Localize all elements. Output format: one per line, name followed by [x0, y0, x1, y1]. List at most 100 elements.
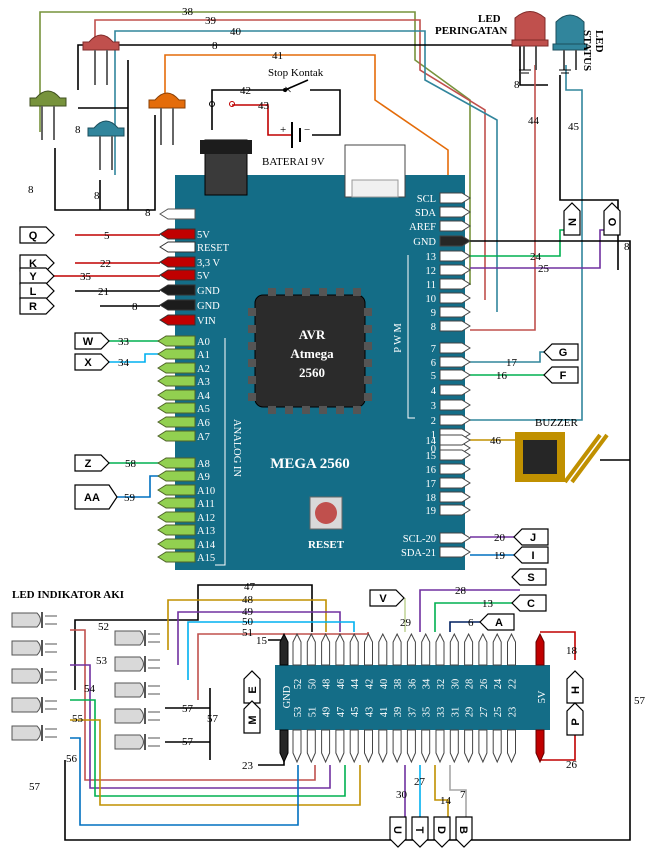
board-analog-pin	[157, 335, 196, 347]
tag-m-label: M	[247, 715, 259, 724]
wire-43	[232, 104, 292, 136]
board-analog-pin	[157, 402, 196, 414]
wire-number-w5: 5	[104, 230, 110, 242]
wire-57	[165, 688, 211, 760]
board-analog-pin-label: A6	[197, 418, 210, 429]
wire-41	[164, 54, 449, 240]
board-analog-pin	[157, 375, 196, 387]
board-digital-pin-label: 13	[426, 252, 437, 263]
aki-led	[114, 656, 144, 672]
board-power-pin	[159, 241, 196, 253]
header-top-pin	[406, 632, 416, 666]
wire-number-w44: 44	[528, 115, 540, 127]
board-digital-pin-label: SCL	[417, 194, 436, 205]
aki-led	[11, 612, 41, 628]
tag-l	[19, 282, 55, 300]
board-analog-pin	[157, 538, 196, 550]
baterai-label: BATERAI 9V	[262, 156, 325, 168]
header-top-pin	[478, 632, 488, 666]
analog-in-label: ANALOG IN	[231, 419, 242, 477]
aki-led	[11, 640, 41, 656]
board-digital-pin-label: 0	[431, 444, 436, 455]
board-digital-pin	[439, 399, 471, 411]
tag-s-label: S	[527, 572, 534, 584]
header-bottom-pin	[492, 729, 502, 764]
wire-number-w7: 7	[460, 789, 466, 801]
aki-led	[11, 725, 41, 741]
wire-50	[187, 621, 355, 680]
header-top-pin	[492, 632, 502, 666]
wire-number-w47: 47	[244, 581, 256, 593]
wire-number-w22: 22	[100, 258, 111, 270]
board-comm-pin-label: 19	[426, 506, 437, 517]
wire-number-w46: 46	[490, 435, 502, 447]
board-digital-pin-label: 12	[426, 266, 437, 277]
led-status	[552, 14, 588, 74]
svg-text:+: +	[280, 124, 286, 136]
header-bottom-pin	[306, 729, 316, 764]
header-bottom-pin-label: 51	[307, 707, 318, 718]
tag-a-label: A	[495, 617, 503, 629]
chip-leg	[285, 288, 293, 296]
wire-led-gnd	[54, 60, 156, 211]
board-digital-pin	[439, 384, 471, 396]
tag-h-label: H	[570, 686, 582, 694]
chip-leg	[302, 288, 310, 296]
wire-number-w56: 56	[66, 753, 78, 765]
arduino-mega-board	[175, 139, 465, 570]
header-bottom-pin-label: 23	[508, 707, 519, 718]
buzzer	[515, 432, 609, 484]
board-power-pin	[159, 228, 196, 240]
led-left-green	[29, 90, 67, 140]
board-analog-pin	[157, 484, 196, 496]
tag-t	[411, 816, 429, 848]
wire-34	[105, 353, 160, 363]
board-comm-pin	[439, 491, 471, 503]
board-analog-pin	[157, 389, 196, 401]
wire-number-w20: 20	[494, 532, 506, 544]
board-digital-pin-label: 3	[431, 401, 436, 412]
board-analog-pin-label: A11	[197, 499, 215, 510]
header-bottom-pin-label: 43	[365, 707, 376, 718]
board-digital-pin-label: GND	[413, 237, 436, 248]
wire-number-w57r: 57	[634, 695, 646, 707]
board-digital-pin	[439, 220, 471, 232]
wire-59	[110, 475, 160, 498]
board-digital-pin-label: 6	[431, 358, 436, 369]
tag-d	[433, 816, 451, 848]
aki-led	[114, 734, 144, 750]
wire-number-w33: 33	[118, 336, 130, 348]
board-digital-pin-label: 9	[431, 308, 436, 319]
board-comm-pin-label: 14	[426, 436, 437, 447]
board-digital-pin-label: 1	[431, 430, 436, 441]
wire-number-w8l2: 8	[28, 184, 34, 196]
header-top-pin-label: 40	[379, 679, 390, 690]
board-comm-pin-label: 16	[426, 465, 437, 476]
wire-number-w53: 53	[96, 655, 108, 667]
board-analog-pin-label: A14	[197, 540, 216, 551]
board-power-pin-label: GND	[197, 301, 220, 312]
board-analog-pin-label: A8	[197, 459, 210, 470]
header-top-pin	[421, 632, 431, 666]
led-left-red	[82, 34, 120, 85]
tag-p	[566, 702, 584, 736]
wire-number-w27: 27	[414, 776, 426, 788]
wire-number-w19: 19	[494, 550, 506, 562]
wire-number-w25: 25	[538, 263, 550, 275]
chip-leg	[336, 406, 344, 414]
stop-kontak-switch: ×	[209, 79, 309, 107]
board-analog-pin	[157, 551, 196, 563]
header-top-pin-label: 50	[307, 679, 318, 690]
board-name: MEGA 2560	[270, 456, 350, 472]
wire-38	[39, 11, 471, 285]
wire-number-w14: 14	[440, 795, 452, 807]
board-power-pin	[159, 314, 196, 326]
wire-number-w50: 50	[242, 616, 254, 628]
header-bottom-pin	[464, 729, 474, 764]
chip-leg	[364, 393, 372, 401]
chip-leg	[336, 288, 344, 296]
board-analog-pin-label: A13	[197, 526, 215, 537]
tag-t-label: T	[413, 827, 425, 834]
tag-c	[511, 594, 547, 612]
led-left-blue	[87, 120, 125, 170]
